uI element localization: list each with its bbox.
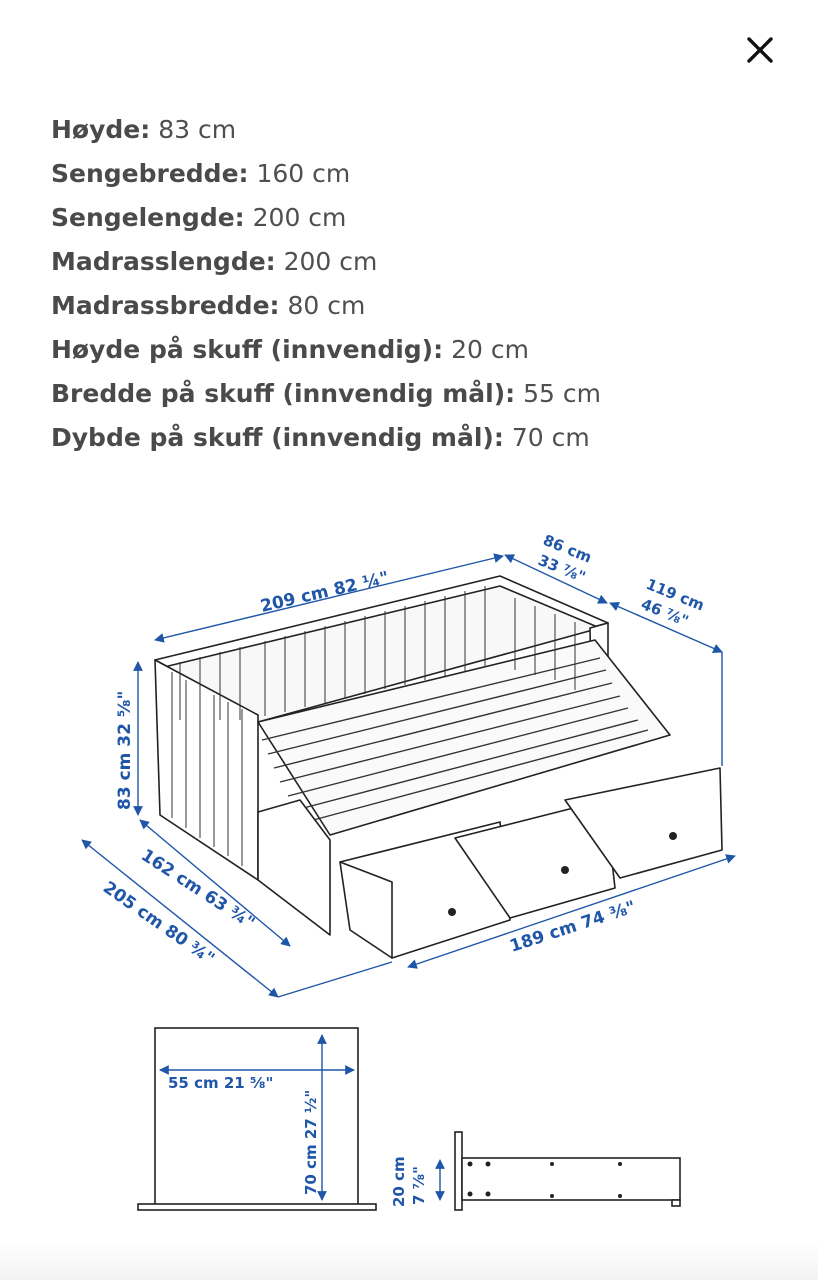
spec-row-height: Høyde: 83 cm: [51, 108, 791, 152]
spec-value: 160 cm: [256, 159, 351, 188]
spec-label: Bredde på skuff (innvendig mål):: [51, 379, 516, 408]
spec-row-bed-length: Sengelengde: 200 cm: [51, 196, 791, 240]
spec-label: Dybde på skuff (innvendig mål):: [51, 423, 504, 452]
drawer-top-view: [137, 1027, 377, 1211]
spec-label: Sengebredde:: [51, 159, 249, 188]
spec-label: Madrassbredde:: [51, 291, 280, 320]
spec-label: Høyde på skuff (innvendig):: [51, 335, 444, 364]
close-icon: [747, 37, 773, 63]
spec-value: 83 cm: [158, 115, 237, 144]
spec-label: Høyde:: [51, 115, 151, 144]
dimension-spec-list: Høyde: 83 cm Sengebredde: 160 cm Sengele…: [51, 108, 791, 460]
dim-drawer-width: 55 cm 21 ⅝": [168, 1074, 273, 1092]
dim-drawer-depth: 70 cm 27 ½": [302, 1090, 320, 1195]
spec-value: 70 cm: [511, 423, 590, 452]
dim-drawer-height-cm: 20 cm: [390, 1156, 408, 1207]
spec-value: 55 cm: [523, 379, 601, 408]
spec-row-mattress-length: Madrasslengde: 200 cm: [51, 240, 791, 284]
spec-row-bed-width: Sengebredde: 160 cm: [51, 152, 791, 196]
dim-height: 83 cm 32 ⅝": [115, 691, 135, 810]
spec-value: 20 cm: [451, 335, 529, 364]
close-button[interactable]: [736, 26, 784, 74]
spec-row-mattress-width: Madrassbredde: 80 cm: [51, 284, 791, 328]
spec-row-drawer-depth: Dybde på skuff (innvendig mål): 70 cm: [51, 416, 791, 460]
spec-label: Madrasslengde:: [51, 247, 276, 276]
dimension-drawing: 209 cm 82 ¼" 86 cm 33 ⅞" 119 cm 46 ⅞" 83…: [81, 531, 736, 1211]
spec-row-drawer-height: Høyde på skuff (innvendig): 20 cm: [51, 328, 791, 372]
spec-row-drawer-width: Bredde på skuff (innvendig mål): 55 cm: [51, 372, 791, 416]
bed-slats: [261, 657, 649, 823]
drawer-side-view: [454, 1131, 681, 1211]
spec-value: 200 cm: [283, 247, 378, 276]
spec-label: Sengelengde:: [51, 203, 245, 232]
dim-drawer-height-in: 7 ⅞": [410, 1166, 428, 1205]
bottom-fade: [0, 1240, 818, 1280]
dimension-lines: [81, 553, 736, 998]
spec-value: 80 cm: [287, 291, 366, 320]
spec-value: 200 cm: [252, 203, 347, 232]
